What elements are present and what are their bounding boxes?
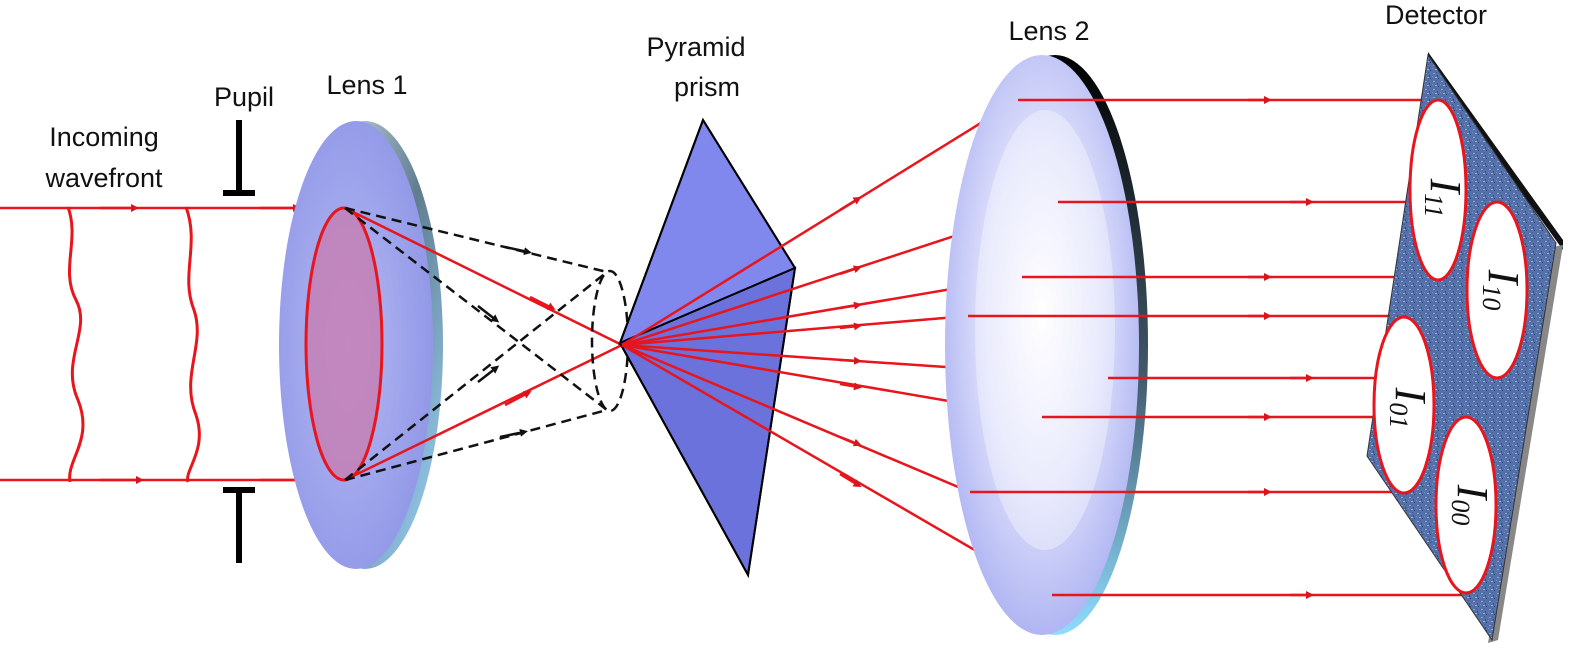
detector: I11 I10 I01 I00: [1366, 52, 1563, 643]
svg-text:I01: I01: [1384, 387, 1435, 429]
spot-label-i10: I10: [1477, 269, 1528, 311]
label-pyramid-line1: Pyramid: [646, 32, 745, 62]
detector-spots: [1372, 98, 1529, 595]
spot-i10: [1465, 200, 1529, 380]
spot-label-i00: I00: [1446, 484, 1497, 526]
lens-2: [945, 55, 1148, 635]
svg-text:I10: I10: [1477, 269, 1528, 311]
spot-i00: [1434, 415, 1498, 595]
svg-text:I00: I00: [1446, 484, 1497, 526]
pyramid-prism: [618, 117, 797, 579]
spot-label-i11: I11: [1419, 178, 1470, 218]
incoming-rays: [0, 204, 345, 484]
label-lens-2: Lens 2: [1008, 16, 1089, 46]
converging-rays: [344, 206, 623, 482]
lens-1-aperture: [304, 206, 384, 482]
label-pupil: Pupil: [214, 82, 274, 112]
spot-i01: [1372, 315, 1436, 495]
diverging-ray-arrows: [839, 196, 862, 488]
cone-arrows: [477, 245, 532, 439]
output-ray-arrows: [1248, 96, 1314, 599]
label-incoming-line2: wavefront: [44, 163, 163, 193]
label-lens-1: Lens 1: [326, 70, 407, 100]
spot-label-i01: I01: [1384, 387, 1435, 429]
wavefront-curves: [66, 206, 201, 483]
spot-i11: [1408, 98, 1468, 282]
label-pyramid-line2: prism: [674, 72, 740, 102]
pupil-stop: [223, 120, 255, 563]
label-detector: Detector: [1385, 0, 1487, 30]
lens-1: [279, 121, 443, 569]
label-incoming-line1: Incoming: [49, 122, 159, 152]
svg-text:I11: I11: [1419, 178, 1470, 218]
